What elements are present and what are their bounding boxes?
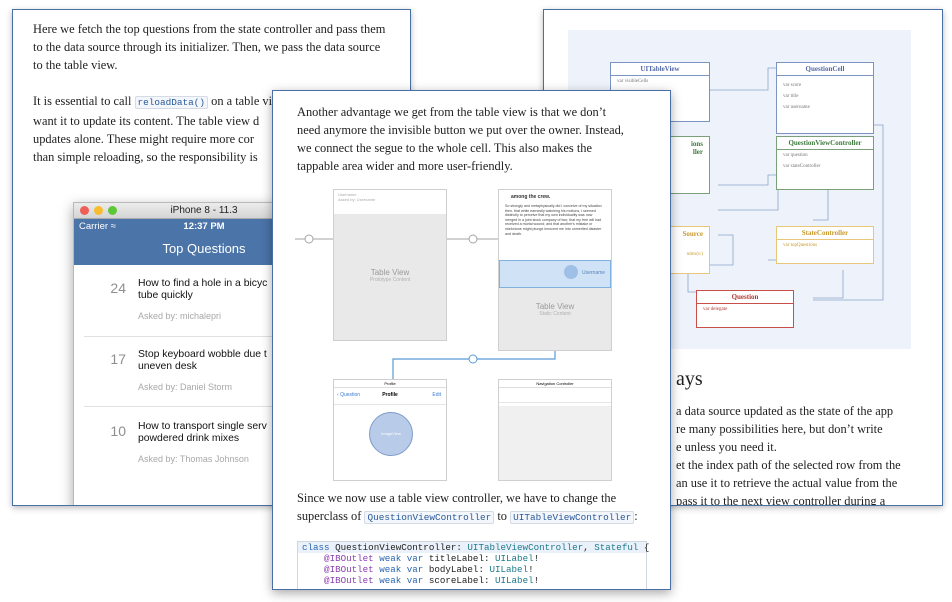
nav-title: Top Questions [162,241,246,256]
question-class-box: Question var delegate [696,290,794,328]
code-line: class QuestionViewController: UITableVie… [298,542,649,553]
question-score: 10 [110,423,126,439]
minimize-window-button[interactable] [94,206,103,215]
question-score: 17 [110,351,126,367]
profile-image-view: ImageView [369,412,413,456]
left-paragraph-1: Here we fetch the top questions from the… [33,22,386,72]
question-asked-by: Asked by: Thomas Johnson [138,454,249,464]
code-line: @IBOutlet weak var scoreLabel: UILabel! [302,575,540,586]
left-paragraph-2: It is essential to call reloadData() on … [33,94,278,164]
table-view-scene: Username Asked by: Username Table View P… [333,189,447,341]
uitableviewcontroller-code: UITableViewController [510,511,635,524]
profile-scene: Profile ‹ Question Profile Edit ImageVie… [333,379,447,481]
question-asked-by: Asked by: Daniel Storm [138,382,233,392]
middle-book-page: Another advantage we get from the table … [272,90,671,590]
navigation-controller-scene: Navigation Controller [498,379,612,481]
code-line: @IBOutlet weak var bodyLabel: UILabel! [302,564,534,575]
zoom-window-button[interactable] [108,206,117,215]
questioncell-class-box: QuestionCell var score var title var use… [776,62,874,134]
row-divider [84,336,334,337]
questionviewcontroller-class-box: QuestionViewController var question var … [776,136,874,190]
selected-owner-cell: Username [499,260,611,288]
section-heading: ays [676,368,703,390]
code-line: @IBOutlet weak var titleLabel: UILabel! [302,553,540,564]
middle-paragraph-2: Since we now use a table view controller… [297,491,638,524]
row-divider [84,406,334,407]
status-time: 12:37 PM [183,221,225,232]
question-score: 24 [110,280,126,296]
reloaddata-code: reloadData() [134,96,209,109]
statecontroller-class-box: StateController var topQuestions [776,226,874,264]
swift-code-block: class QuestionViewController: UITableVie… [297,541,649,589]
close-window-button[interactable] [80,206,89,215]
questionviewcontroller-code: QuestionViewController [364,511,495,524]
simulator-titlebar: iPhone 8 - 11.3 [74,203,334,219]
right-paragraph: a data source updated as the state of th… [676,404,901,506]
question-scene: among the crew. So strongly and metaphys… [498,189,612,351]
middle-paragraph-1: Another advantage we get from the table … [297,105,624,173]
wifi-icon: ≈ [110,221,116,232]
question-asked-by: Asked by: michalepri [138,311,222,321]
storyboard-screenshot: Username Asked by: Username Table View P… [293,189,613,481]
simulator-title: iPhone 8 - 11.3 [170,205,238,216]
carrier-status: Carrier ≈ [79,221,116,232]
